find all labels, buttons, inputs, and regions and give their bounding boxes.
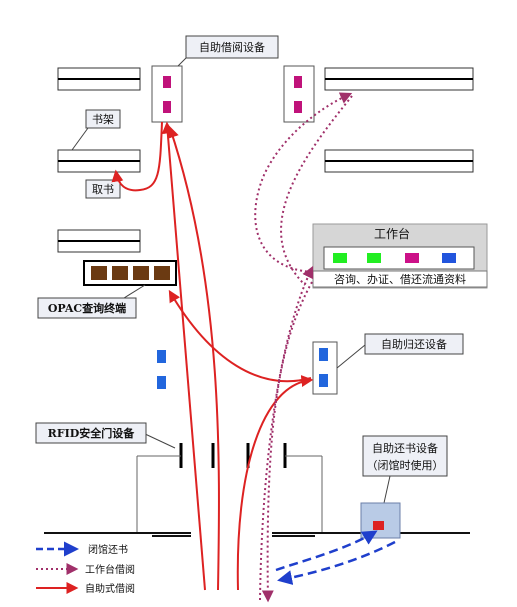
workstation-label: 工作台 [374,226,410,241]
entrance-wall [44,532,470,537]
legend-label-self-borrow: 自助式借阅 [85,582,135,595]
take-book-label: 取书 [92,183,114,196]
flow-take-book [111,121,163,192]
self-borrow-device-right [283,65,315,123]
flow-enter-workstation [259,265,314,601]
take-book-callout: 取书 [85,179,121,199]
self-borrow-callout: 自助借阅设备 [177,35,279,67]
rfid-callout: RFID安全门设备 [35,422,176,449]
self-borrow-flows [111,121,314,591]
flow-after-hours-out [277,540,396,585]
legend: 闭馆还书 工作台借阅 自助式借阅 [36,541,135,595]
workstation: 工作台 咨询、办证、借还流通资料 [312,223,488,289]
flow-to-return-device [236,375,314,591]
legend-item-after-hours: 闭馆还书 [36,541,128,557]
legend-item-workstation: 工作台借阅 [36,563,135,576]
after-hours-return-label-1: 自助还书设备 [372,441,438,455]
opac-callout: OPAC查询终端 [37,284,146,319]
shelf-callout: 书架 [71,109,121,151]
shelf-top-left [57,67,141,91]
shelf-mid-right [324,149,474,173]
flow-to-borrow-device [161,121,206,591]
opac-terminal [83,260,177,286]
after-hours-return-device [360,502,401,539]
shelf-label: 书架 [92,113,114,126]
after-hours-return-label-2: （闭馆时使用） [367,458,444,472]
flow-to-shelf [254,92,353,273]
workstation-flows [254,92,353,603]
shelf-top-right [324,67,474,91]
self-return-device [312,341,338,395]
after-hours-flows [275,530,396,585]
self-return-callout: 自助归还设备 [336,333,464,369]
shelf-mid-left [57,149,141,173]
flow-exit-from-device [167,125,220,591]
self-return-label: 自助归还设备 [381,337,447,351]
after-hours-return-callout: 自助还书设备 （闭馆时使用） [362,435,448,504]
return-device-left [152,343,176,395]
rfid-gate [136,443,323,532]
self-borrow-device-left [151,65,183,123]
legend-label-workstation: 工作台借阅 [85,563,135,576]
flow-exit-workstation [261,281,313,603]
opac-label: OPAC查询终端 [48,301,126,315]
rfid-label: RFID安全门设备 [48,426,136,440]
flow-to-opac [168,289,312,383]
shelf-low-left [57,229,141,253]
flow-back-to-workstation [280,95,353,286]
self-borrow-device-label: 自助借阅设备 [199,40,265,54]
legend-item-self-borrow: 自助式借阅 [36,582,135,595]
legend-label-after-hours: 闭馆还书 [88,543,128,556]
flow-after-hours-in [275,530,378,572]
workstation-desc: 咨询、办证、借还流通资料 [334,272,466,286]
